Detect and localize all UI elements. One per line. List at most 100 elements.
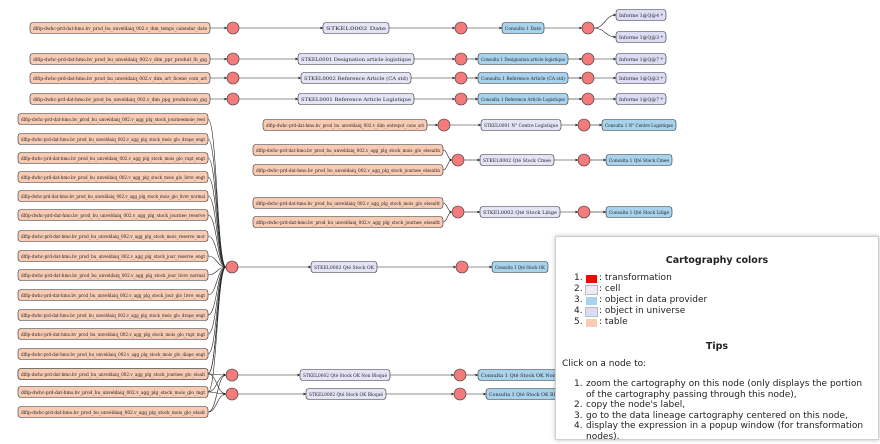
node-box[interactable] xyxy=(262,119,428,131)
object-in-data-provider-node[interactable]: Consulta 1 Reference Article (CA std) xyxy=(477,72,569,84)
table-node[interactable]: dlfip-dwhc-prd-dat-hmo.bv_prod_bu_unveld… xyxy=(17,113,209,125)
table-node[interactable]: dlfip-dwhc-prd-dat-hmo.bv_prod_bu_unveld… xyxy=(17,289,209,301)
node-box[interactable] xyxy=(615,31,667,43)
transformation-node[interactable] xyxy=(581,92,595,106)
node-box[interactable] xyxy=(17,209,209,221)
transformation-node[interactable] xyxy=(226,71,240,85)
transformation-node[interactable] xyxy=(581,21,595,35)
node-box[interactable] xyxy=(17,269,209,281)
table-node[interactable]: dlfip-dwhc-prd-dat-hmo.bv_prod_bu_unveld… xyxy=(17,250,209,262)
table-node[interactable]: dlfip-dwhc-prd-dat-hmo.bv_prod_bu_unveld… xyxy=(17,209,209,221)
table-node[interactable]: dlfip-dwhc-prd-dat-hmo.bv_prod_bu_unveld… xyxy=(17,269,209,281)
node-box[interactable] xyxy=(479,206,561,218)
node-box[interactable] xyxy=(17,328,209,340)
transformation-node[interactable] xyxy=(451,153,465,167)
node-box[interactable] xyxy=(477,72,569,84)
object-in-data-provider-node[interactable]: Consulta 1 Qté Stock OK xyxy=(491,261,549,273)
node-box[interactable] xyxy=(17,250,209,262)
transformation-node[interactable] xyxy=(226,92,240,106)
node-box[interactable] xyxy=(479,154,555,166)
node-box[interactable] xyxy=(17,190,209,202)
transformation-node[interactable] xyxy=(454,92,468,106)
table-node[interactable]: dlfip-dwhc-prd-dat-hmo.bv_prod_bu_unveld… xyxy=(29,72,211,84)
table-node[interactable]: dlfip-dwhc-prd-dat-hmo.bv_prod_bu_unveld… xyxy=(17,368,209,380)
node-box[interactable] xyxy=(605,154,673,166)
node-box[interactable] xyxy=(501,22,545,34)
cell-node[interactable]: STKEL0002 Qté Stock Cmee xyxy=(479,154,555,166)
cell-node[interactable]: STKEL0002 Qté Stock OK Non Bloqué xyxy=(299,369,391,381)
table-node[interactable]: dlfip-dwhc-prd-dat-hmo.bv_prod_bu_unveld… xyxy=(17,348,209,360)
table-node[interactable]: dlfip-dwhc-prd-dat-hmo.bv_prod_bu_unveld… xyxy=(252,144,444,156)
node-box[interactable] xyxy=(322,22,390,34)
cell-node[interactable]: STKEL0002 Date xyxy=(322,22,390,34)
node-box[interactable] xyxy=(300,72,412,84)
table-node[interactable]: dlfip-dwhc-prd-dat-hmo.bv_prod_bu_unveld… xyxy=(17,328,209,340)
object-in-universe-node[interactable]: Informe 1@Q@3 * xyxy=(615,31,667,43)
node-box[interactable] xyxy=(297,93,415,105)
transformation-node[interactable] xyxy=(226,52,240,66)
node-box[interactable] xyxy=(615,93,667,105)
transformation-node[interactable] xyxy=(451,205,465,219)
table-node[interactable]: dlfip-dwhc-prd-dat-hmo.bv_prod_bu_unveld… xyxy=(252,164,444,176)
cell-node[interactable]: STKEL0002 Qté Stock Litige xyxy=(479,206,561,218)
node-box[interactable] xyxy=(299,369,391,381)
transformation-node[interactable] xyxy=(581,52,595,66)
node-box[interactable] xyxy=(252,197,444,209)
node-box[interactable] xyxy=(17,171,209,183)
object-in-data-provider-node[interactable]: Consulta 1 Qté Stock Litige xyxy=(605,206,673,218)
node-box[interactable] xyxy=(29,72,211,84)
transformation-node[interactable] xyxy=(454,71,468,85)
node-box[interactable] xyxy=(29,53,211,65)
transformation-node[interactable] xyxy=(455,260,469,274)
node-box[interactable] xyxy=(477,93,569,105)
object-in-data-provider-node[interactable]: Consulta 1 Qté Stock Cmee xyxy=(605,154,673,166)
table-node[interactable]: dlfip-dwhc-prd-dat-hmo.bv_prod_bu_unveld… xyxy=(17,230,209,242)
node-box[interactable] xyxy=(17,133,209,145)
table-node[interactable]: dlfip-dwhc-prd-dat-hmo.bv_prod_bu_unveld… xyxy=(17,171,209,183)
node-box[interactable] xyxy=(17,386,209,398)
node-box[interactable] xyxy=(477,53,569,65)
transformation-node[interactable] xyxy=(577,153,591,167)
object-in-data-provider-node[interactable]: Consulta 1 Designation article logistiqu… xyxy=(477,53,569,65)
node-box[interactable] xyxy=(17,406,209,418)
transformation-node[interactable] xyxy=(453,368,467,382)
node-box[interactable] xyxy=(491,261,549,273)
object-in-universe-node[interactable]: Informe 1@Q@7 * xyxy=(615,53,667,65)
node-box[interactable] xyxy=(615,9,667,21)
node-box[interactable] xyxy=(17,230,209,242)
node-box[interactable] xyxy=(605,206,673,218)
node-box[interactable] xyxy=(310,261,378,273)
transformation-node[interactable] xyxy=(577,118,591,132)
node-box[interactable] xyxy=(305,388,387,400)
transformation-node[interactable] xyxy=(454,21,468,35)
table-node[interactable]: dlfip-dwhc-prd-dat-hmo.bv_prod_bu_unveld… xyxy=(252,197,444,209)
object-in-data-provider-node[interactable]: Consulta 1 N° Centre Logistique xyxy=(601,119,677,131)
node-box[interactable] xyxy=(615,72,667,84)
cell-node[interactable]: STKEL0002 Qté Stock OK Bloqué xyxy=(305,388,387,400)
object-in-universe-node[interactable]: Informe 1@Q@7 * xyxy=(615,93,667,105)
transformation-node[interactable] xyxy=(453,387,467,401)
object-in-universe-node[interactable]: Informe 1@Q@3 * xyxy=(615,72,667,84)
node-box[interactable] xyxy=(29,93,211,105)
cell-node[interactable]: STKEL0001 Reference Article Logistique xyxy=(297,93,415,105)
transformation-node[interactable] xyxy=(226,21,240,35)
cell-node[interactable]: STKEL0002 Reference Article (CA std) xyxy=(300,72,412,84)
object-in-data-provider-node[interactable]: Consulta 1 Reference Article Logistique xyxy=(477,93,569,105)
cell-node[interactable]: STKEL0002 Qté Stock OK xyxy=(310,261,378,273)
object-in-data-provider-node[interactable]: Consulta 1 Date xyxy=(501,22,545,34)
table-node[interactable]: dlfip-dwhc-prd-dat-hmo.bv_prod_bu_unveld… xyxy=(17,309,209,321)
table-node[interactable]: dlfip-dwhc-prd-dat-hmo.bv_prod_bu_unveld… xyxy=(262,119,428,131)
node-box[interactable] xyxy=(17,289,209,301)
cell-node[interactable]: STKEL0001 N° Centre Logistique xyxy=(480,119,562,131)
table-node[interactable]: dlfip-dwhc-prd-dat-hmo.bv_prod_bu_unveld… xyxy=(17,406,209,418)
table-node[interactable]: dlfip-dwhc-prd-dat-hmo.bv_prod_bu_unveld… xyxy=(17,152,209,164)
table-node[interactable]: dlfip-dwhc-prd-dat-hmo.bv_prod_bu_unveld… xyxy=(17,386,209,398)
object-in-data-provider-node[interactable]: Consulta 1 Qté Stock OK Non B xyxy=(477,369,565,381)
node-box[interactable] xyxy=(252,164,444,176)
table-node[interactable]: dlfip-dwhc-prd-dat-hmo.bv_prod_bu_unveld… xyxy=(29,22,211,34)
node-box[interactable] xyxy=(480,119,562,131)
cell-node[interactable]: STKEL0001 Designation article logistique xyxy=(297,53,415,65)
node-box[interactable] xyxy=(615,53,667,65)
node-box[interactable] xyxy=(601,119,677,131)
table-node[interactable]: dlfip-dwhc-prd-dat-hmo.bv_prod_bu_unveld… xyxy=(17,190,209,202)
